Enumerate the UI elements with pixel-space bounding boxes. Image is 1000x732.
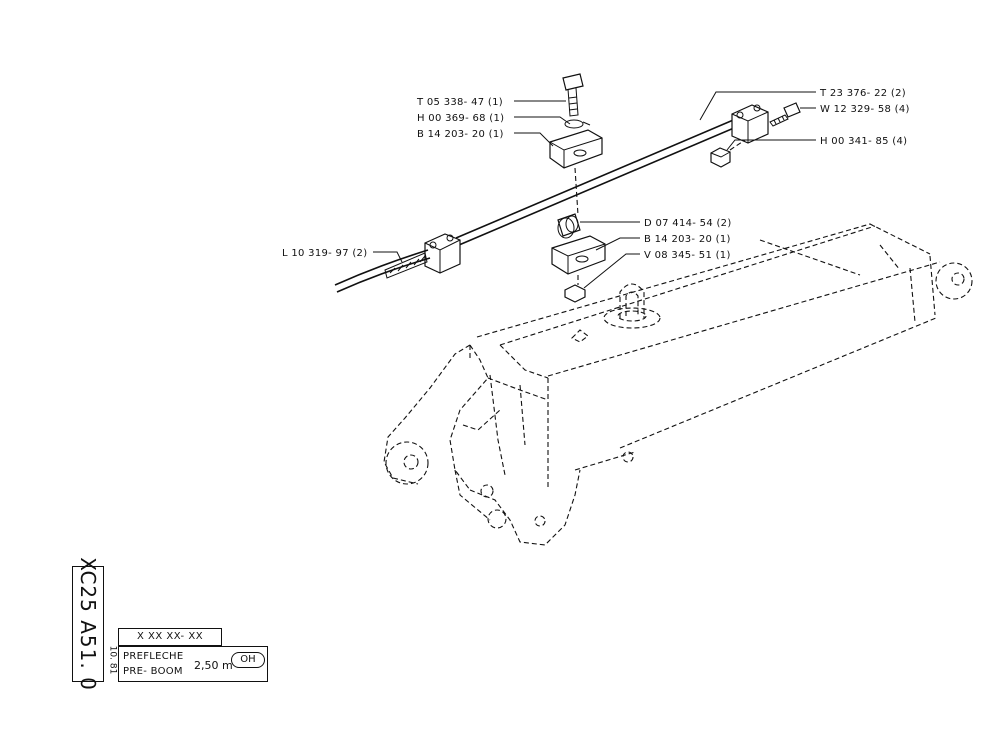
title-block-main bbox=[118, 646, 268, 682]
reference-number: X XX XX- XX bbox=[118, 628, 222, 646]
small-parts bbox=[549, 73, 801, 303]
callout-d07414: D 07 414- 54 (2) bbox=[644, 218, 732, 229]
callout-h00341: H 00 341- 85 (4) bbox=[820, 136, 907, 147]
title-block-model: XC25 A51. 0 bbox=[72, 557, 104, 691]
callout-b14203-bottom: B 14 203- 20 (1) bbox=[644, 234, 731, 245]
callout-w12329: W 12 329- 58 (4) bbox=[820, 104, 910, 115]
callout-t05338: T 05 338- 47 (1) bbox=[416, 97, 503, 108]
callout-v08345: V 08 345- 51 (1) bbox=[644, 250, 731, 261]
length-value: 2,50 m bbox=[194, 659, 233, 672]
part-name-fr: PREFLECHE bbox=[123, 651, 184, 662]
callout-t23376: T 23 376- 22 (2) bbox=[819, 88, 906, 99]
callout-h00369: H 00 369- 68 (1) bbox=[417, 113, 504, 124]
callout-l10319: L 10 319- 97 (2) bbox=[282, 248, 367, 259]
leader-lines bbox=[373, 91, 816, 289]
pre-boom-outline bbox=[383, 223, 973, 546]
tube-assembly bbox=[334, 104, 769, 293]
callout-labels: T 05 338- 47 (1) H 00 369- 68 (1) B 14 2… bbox=[282, 88, 910, 261]
model-number: XC25 A51. 0 bbox=[76, 557, 100, 691]
code-badge: OH bbox=[231, 652, 265, 668]
callout-b14203-top: B 14 203- 20 (1) bbox=[417, 129, 504, 140]
title-block-date: 10. 81 bbox=[106, 640, 118, 680]
date-text: 10. 81 bbox=[107, 645, 118, 675]
part-name-en: PRE- BOOM bbox=[123, 666, 183, 677]
title-block-model-frame bbox=[72, 566, 104, 682]
